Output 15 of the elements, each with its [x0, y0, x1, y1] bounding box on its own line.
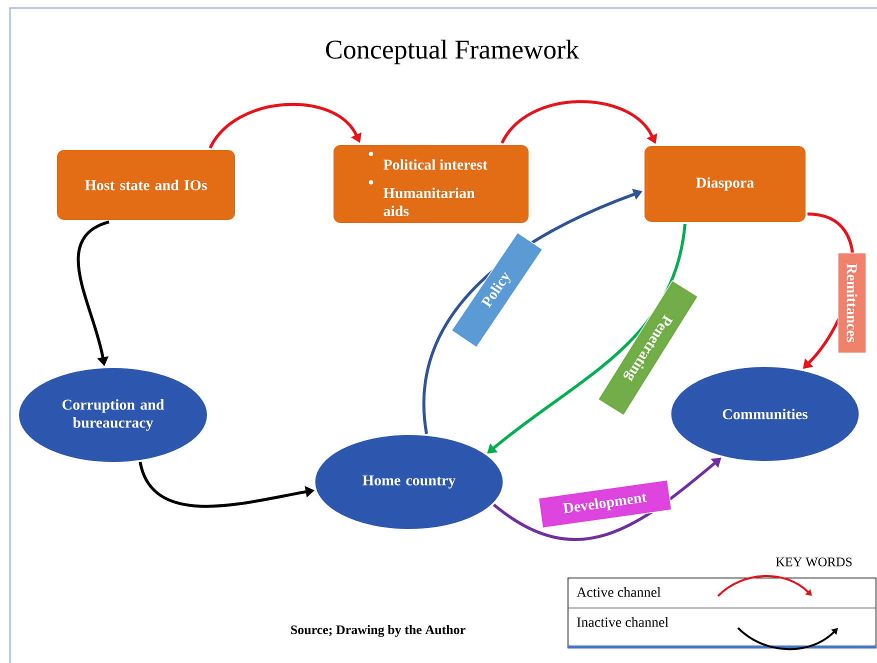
legend-label: Active channel: [576, 587, 661, 597]
edge-label: Development: [538, 480, 672, 528]
process-box: Political interest Humanitarian aids: [332, 143, 530, 225]
arrow: [208, 103, 362, 149]
caption: Source; Drawing by the Author: [291, 625, 466, 637]
arrow: [500, 100, 658, 144]
title: Conceptual Framework: [326, 40, 580, 64]
process-box: Host state and IOs: [55, 148, 237, 222]
ellipse-node: Home country: [313, 432, 505, 531]
legend-label: Inactive channel: [577, 617, 668, 627]
ellipse-node: Communities: [669, 364, 861, 463]
legend-heading: KEY WORDS: [776, 558, 852, 566]
edge-label: Remittances: [838, 252, 866, 354]
ellipse-node: Corruption and bureaucracy: [17, 366, 209, 464]
process-box: Diaspora: [642, 144, 808, 224]
